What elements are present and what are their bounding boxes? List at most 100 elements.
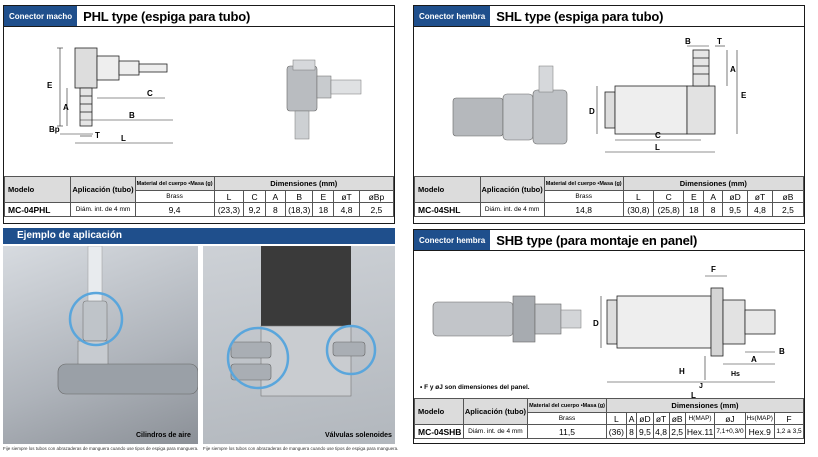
- value-cell: 2,5: [668, 424, 686, 439]
- phl-badge: Conector macho: [4, 6, 78, 26]
- shb-panel: Conector hembra SHB type (para montaje e…: [413, 229, 805, 444]
- shl-badge: Conector hembra: [414, 6, 491, 26]
- shb-dim-hs: Hs: [731, 371, 740, 378]
- shl-header: Conector hembra SHL type (espiga para tu…: [414, 6, 663, 26]
- col-header: C: [243, 190, 266, 203]
- value-cell: 8: [264, 202, 286, 217]
- value-cell: (25,8): [653, 202, 685, 217]
- aplicacion-header: Aplicación (tubo): [479, 176, 545, 203]
- shb-drawing: F D B A Hs H J L: [432, 265, 785, 400]
- col-header: øD: [636, 412, 654, 425]
- col-header: øT: [333, 190, 360, 203]
- aplicacion-header: Aplicación (tubo): [70, 176, 136, 203]
- col-header: øD: [722, 190, 748, 203]
- value-cell: Hex.9: [744, 424, 775, 439]
- col-header: øBp: [358, 190, 395, 203]
- brass-label: Brass: [527, 412, 607, 425]
- value-cell: (36): [605, 424, 627, 439]
- application-header: Ejemplo de aplicación: [3, 228, 395, 244]
- shb-title: SHB type (para montaje en panel): [496, 232, 698, 248]
- value-cell: 2,5: [771, 202, 805, 217]
- table-row: MC-04SHB Diám. int. de 4 mm 11,5 (36) 8 …: [414, 424, 805, 439]
- col-header: A: [703, 190, 724, 203]
- photo1-footnote: Fije siempre los tubos con abrazaderas d…: [3, 446, 199, 451]
- model-cell: MC-04SHB: [414, 424, 464, 439]
- col-header: B: [284, 190, 314, 203]
- photo2-footnote: Fije siempre los tubos con abrazaderas d…: [203, 446, 399, 451]
- shl-dim-a: A: [730, 65, 736, 74]
- tube-cell: Diám. int. de 4 mm: [479, 202, 545, 217]
- value-cell: (18,3): [284, 202, 314, 217]
- value-cell: 9,5: [636, 424, 654, 439]
- col-header: øB: [668, 412, 686, 425]
- highlight-circle: [325, 324, 377, 376]
- phl-title: PHL type (espiga para tubo): [83, 8, 251, 24]
- phl-dim-e: E: [47, 81, 53, 90]
- shl-dim-e: E: [741, 91, 747, 100]
- phl-drawing: E A C B Bp T L: [47, 47, 362, 144]
- solenoid-valve-caption: Válvulas solenoides: [325, 432, 392, 439]
- shb-dim-j: J: [699, 383, 703, 390]
- shl-dim-d: D: [589, 107, 595, 116]
- modelo-header: Modelo: [414, 398, 464, 425]
- highlight-circle: [68, 291, 124, 347]
- modelo-header: Modelo: [414, 176, 481, 203]
- col-header: øT: [652, 412, 670, 425]
- col-header: L: [213, 190, 245, 203]
- modelo-header: Modelo: [3, 176, 72, 203]
- highlight-circle: [226, 326, 290, 390]
- col-header: L: [622, 190, 655, 203]
- mass-cell: 11,5: [527, 424, 607, 439]
- phl-dim-a: A: [63, 103, 69, 112]
- value-cell: 18: [683, 202, 705, 217]
- phl-dim-b: B: [129, 111, 135, 120]
- shb-dim-d: D: [593, 319, 599, 328]
- col-header: F: [773, 412, 805, 425]
- shl-product-image: [452, 65, 568, 145]
- dimensiones-header: Dimensiones (mm): [622, 176, 805, 191]
- value-cell: 8: [703, 202, 724, 217]
- shl-dim-b: B: [685, 37, 691, 46]
- shl-dim-c: C: [655, 131, 661, 140]
- phl-dim-t: T: [95, 131, 100, 140]
- value-cell: 9,2: [243, 202, 266, 217]
- table-row: MC-04PHL Diám. int. de 4 mm 9,4 (23,3) 9…: [3, 202, 395, 217]
- shl-dim-t: T: [717, 37, 722, 46]
- material-header: Material del cuerpo •Masa (g): [134, 176, 215, 191]
- phl-panel: Conector macho PHL type (espiga para tub…: [3, 5, 395, 224]
- mass-cell: 9,4: [134, 202, 215, 217]
- col-header: E: [312, 190, 335, 203]
- shb-dim-f: F: [711, 265, 716, 274]
- value-cell: 18: [312, 202, 335, 217]
- shb-panel-note: • F y øJ son dimensiones del panel.: [420, 384, 530, 391]
- material-header: Material del cuerpo •Masa (g): [527, 398, 607, 413]
- value-cell: 4,8: [333, 202, 360, 217]
- material-header: Material del cuerpo •Masa (g): [543, 176, 624, 191]
- air-cylinder-photo: Cilindros de aire: [3, 246, 198, 444]
- value-cell: 2,5: [358, 202, 395, 217]
- brass-label: Brass: [543, 190, 624, 203]
- phl-header: Conector macho PHL type (espiga para tub…: [4, 6, 250, 26]
- table-row: MC-04SHL Diám. int. de 4 mm 14,8 (30,8) …: [414, 202, 805, 217]
- phl-spec-table: Modelo Aplicación (tubo) Material del cu…: [3, 176, 395, 217]
- shl-drawing: B T A E D C L: [452, 37, 747, 153]
- col-header: øJ: [714, 412, 746, 425]
- tube-cell: Diám. int. de 4 mm: [70, 202, 136, 217]
- value-cell: (30,8): [622, 202, 655, 217]
- shb-header: Conector hembra SHB type (para montaje e…: [414, 230, 697, 250]
- application-section: Ejemplo de aplicación Cilindros de aire …: [3, 228, 399, 454]
- col-header: E: [683, 190, 705, 203]
- value-cell: Hex.11: [684, 424, 716, 439]
- value-cell: (23,3): [213, 202, 245, 217]
- col-header: C: [653, 190, 685, 203]
- col-header: A: [625, 412, 638, 425]
- col-header: A: [264, 190, 286, 203]
- value-cell: 1,2 a 3,5: [773, 424, 805, 439]
- solenoid-valve-photo: Válvulas solenoides: [203, 246, 395, 444]
- brass-label: Brass: [134, 190, 215, 203]
- dimensiones-header: Dimensiones (mm): [213, 176, 395, 191]
- value-cell: 7,1+0,3/0: [714, 424, 746, 439]
- mass-cell: 14,8: [543, 202, 624, 217]
- value-cell: 8: [625, 424, 638, 439]
- aplicacion-header: Aplicación (tubo): [462, 398, 529, 425]
